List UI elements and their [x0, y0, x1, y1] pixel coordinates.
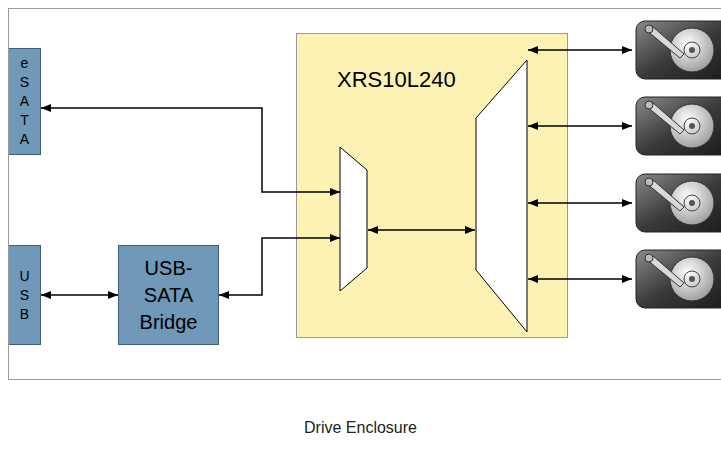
input-mux — [340, 147, 367, 291]
hard-drive-icon — [636, 250, 721, 308]
bridge-box: USB- SATA Bridge — [118, 245, 219, 345]
port-box: eSATA — [8, 48, 41, 155]
drive-links — [528, 50, 632, 279]
hard-drive-icon — [636, 97, 721, 155]
caption: Drive Enclosure — [0, 419, 721, 437]
hard-drive-icon — [636, 174, 721, 232]
enclosure-outline — [9, 9, 721, 380]
sata-link — [219, 238, 340, 295]
sata-link — [41, 294, 118, 296]
box-label: eSATA — [18, 54, 32, 149]
port-box: USB — [8, 245, 41, 345]
drive-link — [528, 49, 632, 51]
chip-name: XRS10L240 — [337, 66, 456, 94]
box-label: USB — [18, 267, 32, 324]
box-label: USB- SATA Bridge — [119, 255, 218, 336]
sata-link — [41, 108, 340, 192]
mux-link — [368, 229, 475, 231]
hard-drive-icon — [636, 21, 721, 79]
drive-link — [528, 278, 632, 280]
drive-link — [528, 202, 632, 204]
port-mux — [476, 60, 527, 332]
drive-link — [528, 125, 632, 127]
